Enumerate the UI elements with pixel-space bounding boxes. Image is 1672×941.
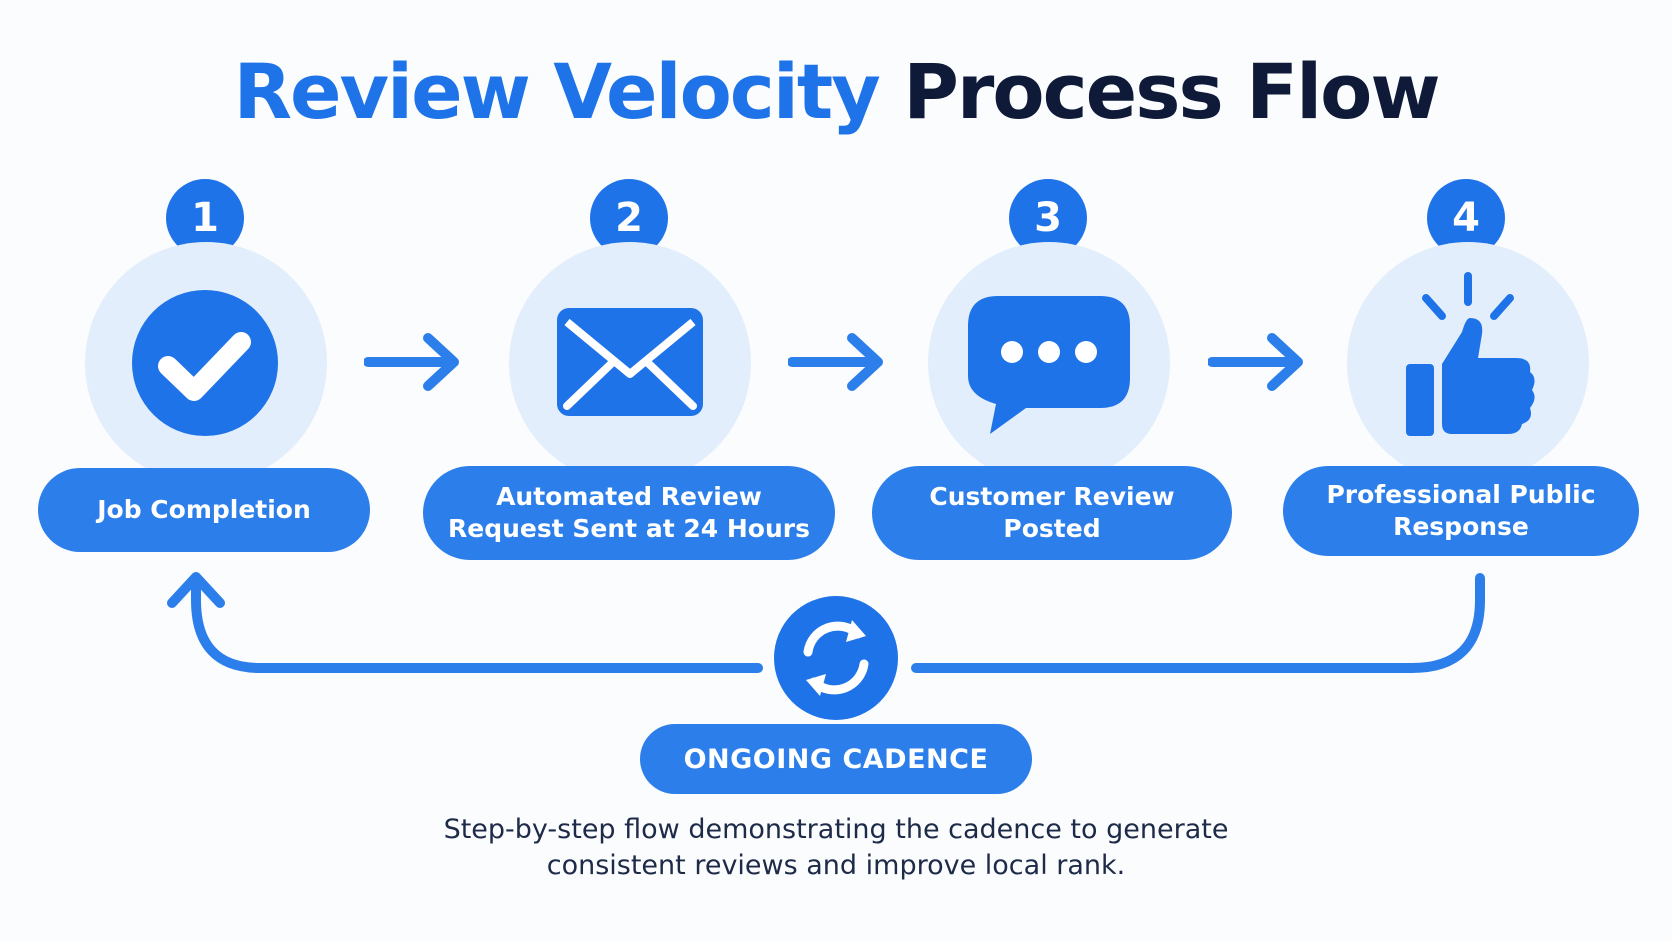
step-4-label-line1: Professional Public (1326, 479, 1596, 509)
cycle-badge (774, 596, 898, 720)
caption-line1: Step-by-step flow demonstrating the cade… (443, 814, 1229, 845)
arrow-step-3-to-4 (1208, 333, 1303, 391)
step-2-label-line1: Automated Review (496, 481, 762, 511)
refresh-cycle-icon (803, 620, 869, 696)
page-title: Review Velocity Process Flow (0, 48, 1672, 135)
check-circle-icon (132, 290, 278, 436)
step-4-label: Professional Public Response (1283, 466, 1639, 556)
step-2-label-line2: Request Sent at 24 Hours (448, 514, 810, 543)
step-1-label-line1: Job Completion (97, 494, 311, 524)
step-4-label-line2: Response (1393, 512, 1529, 541)
envelope-icon (557, 308, 703, 416)
ongoing-cadence-label: ONGOING CADENCE (640, 724, 1032, 794)
loop-arrowhead (167, 572, 225, 608)
step-1-label: Job Completion (38, 468, 370, 552)
title-highlight: Review Velocity (233, 47, 880, 136)
step-3-label-line1: Customer Review (929, 481, 1175, 511)
caption: Step-by-step flow demonstrating the cade… (0, 812, 1672, 885)
arrow-step-2-to-3 (788, 333, 883, 391)
thumbs-up-icon (1406, 272, 1535, 436)
arrow-step-1-to-2 (364, 333, 459, 391)
step-3-label-line2: Posted (1003, 514, 1101, 543)
title-rest: Process Flow (903, 47, 1440, 136)
step-3-label: Customer Review Posted (872, 466, 1232, 560)
chat-bubble-icon (968, 296, 1130, 434)
step-2-label: Automated Review Request Sent at 24 Hour… (423, 466, 835, 560)
caption-line2: consistent reviews and improve local ran… (546, 850, 1126, 882)
